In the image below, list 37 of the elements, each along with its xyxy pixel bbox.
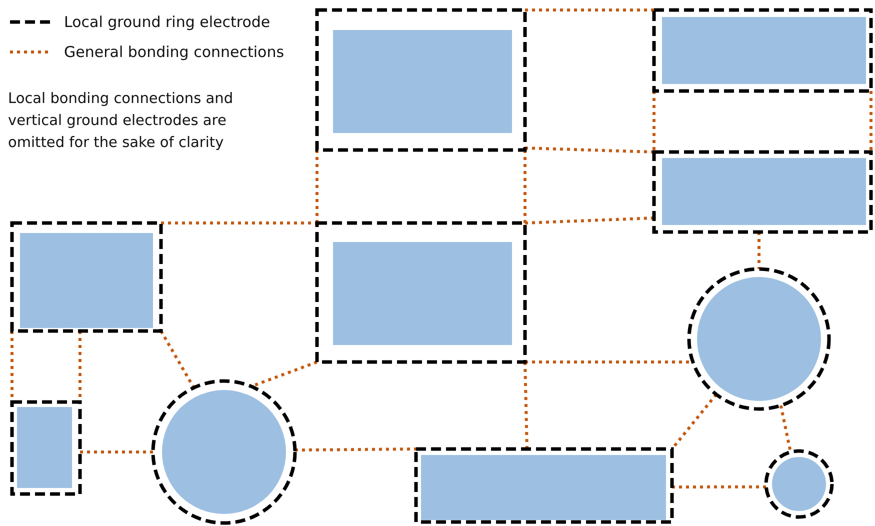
bonding-connection xyxy=(294,448,416,452)
bonding-connection xyxy=(779,405,792,452)
ground-ring-electrode xyxy=(687,267,831,411)
building-area xyxy=(17,407,72,488)
building-area xyxy=(697,277,821,401)
bonding-connection xyxy=(524,150,526,223)
building-area xyxy=(772,457,826,511)
ground-ring-electrode xyxy=(10,400,82,496)
bonding-connection xyxy=(525,8,654,12)
ground-ring-electrode xyxy=(10,221,163,333)
bonding-connection xyxy=(524,362,528,450)
building-area xyxy=(662,17,866,84)
ground-ring-electrode xyxy=(652,150,873,234)
ground-ring-electrode xyxy=(764,449,834,519)
bonding-connection xyxy=(524,216,654,224)
legend-text: Local ground ring electrode xyxy=(64,12,270,33)
building-area xyxy=(421,455,666,520)
bonding-connection xyxy=(758,232,760,269)
ground-ring-electrode xyxy=(151,379,297,525)
bonding-connection xyxy=(160,330,196,388)
bonding-connection xyxy=(80,450,153,454)
bonding-connection xyxy=(524,146,654,154)
ground-ring-electrode xyxy=(652,8,873,93)
ground-ring-electrode xyxy=(315,8,527,152)
building-area xyxy=(162,390,286,514)
bonding-connection xyxy=(652,91,656,152)
building-area xyxy=(20,233,153,328)
legend-text: General bonding connections xyxy=(64,42,284,63)
note-text: Local bonding connections and vertical ground electrodes are omitted for the sake of clarity xyxy=(8,90,234,153)
building-area xyxy=(333,30,512,133)
building-area xyxy=(662,158,866,225)
bonding-connection xyxy=(161,222,317,224)
ground-ring-electrode xyxy=(315,221,527,364)
building-area xyxy=(333,242,512,345)
bonding-connection xyxy=(316,150,318,223)
ground-ring-electrode xyxy=(414,447,674,524)
bonding-connection xyxy=(870,91,872,152)
